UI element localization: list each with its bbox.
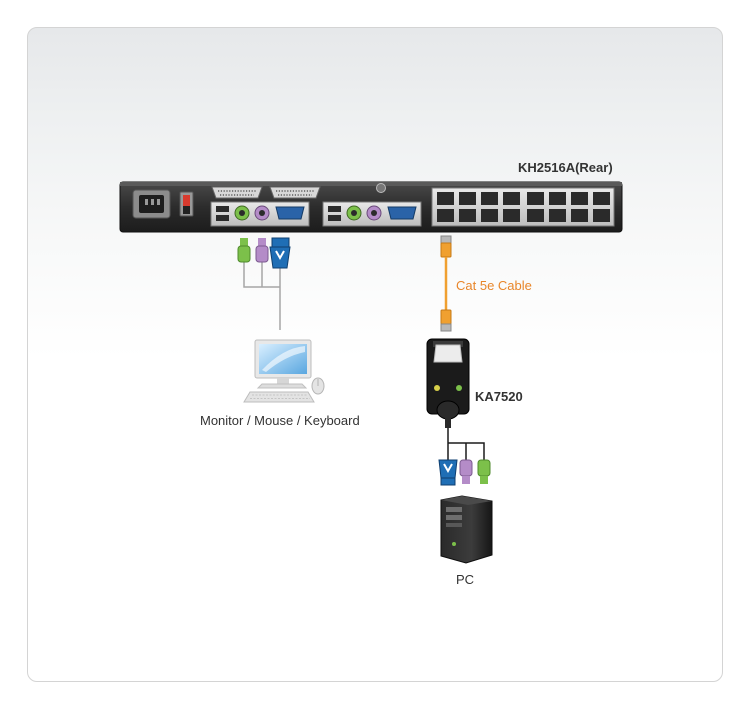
kvm-switch-rear-panel xyxy=(119,181,623,233)
db25-connector-2 xyxy=(269,186,321,199)
cat5e-cable xyxy=(440,235,452,332)
pc-tower-icon xyxy=(440,495,493,564)
console-label: Monitor / Mouse / Keyboard xyxy=(200,413,360,428)
pc-vga-plug xyxy=(438,459,458,486)
vga-plug xyxy=(269,237,291,269)
db25-connector-1 xyxy=(211,186,263,199)
power-inlet xyxy=(132,189,171,219)
rj45-port-bank xyxy=(431,187,615,227)
monitor-keyboard-mouse-icon xyxy=(243,339,325,403)
diagram-frame xyxy=(27,27,723,682)
cable-label: Cat 5e Cable xyxy=(456,278,532,293)
pc-ps2-green-plug xyxy=(477,459,491,484)
ps2-purple-plug xyxy=(255,238,269,263)
adapter-label: KA7520 xyxy=(475,389,523,404)
ps2-green-plug xyxy=(237,238,251,263)
power-switch xyxy=(179,191,194,217)
console-port-group-1 xyxy=(210,201,310,227)
console-port-group-2 xyxy=(322,201,422,227)
ka7520-adapter-icon xyxy=(426,338,470,428)
pc-cable-bundle xyxy=(438,428,491,486)
pc-ps2-purple-plug xyxy=(459,459,473,484)
device-label: KH2516A(Rear) xyxy=(518,160,613,175)
ground-screw xyxy=(376,183,386,193)
pc-label: PC xyxy=(456,572,475,587)
console-cable-bundle xyxy=(237,237,291,330)
